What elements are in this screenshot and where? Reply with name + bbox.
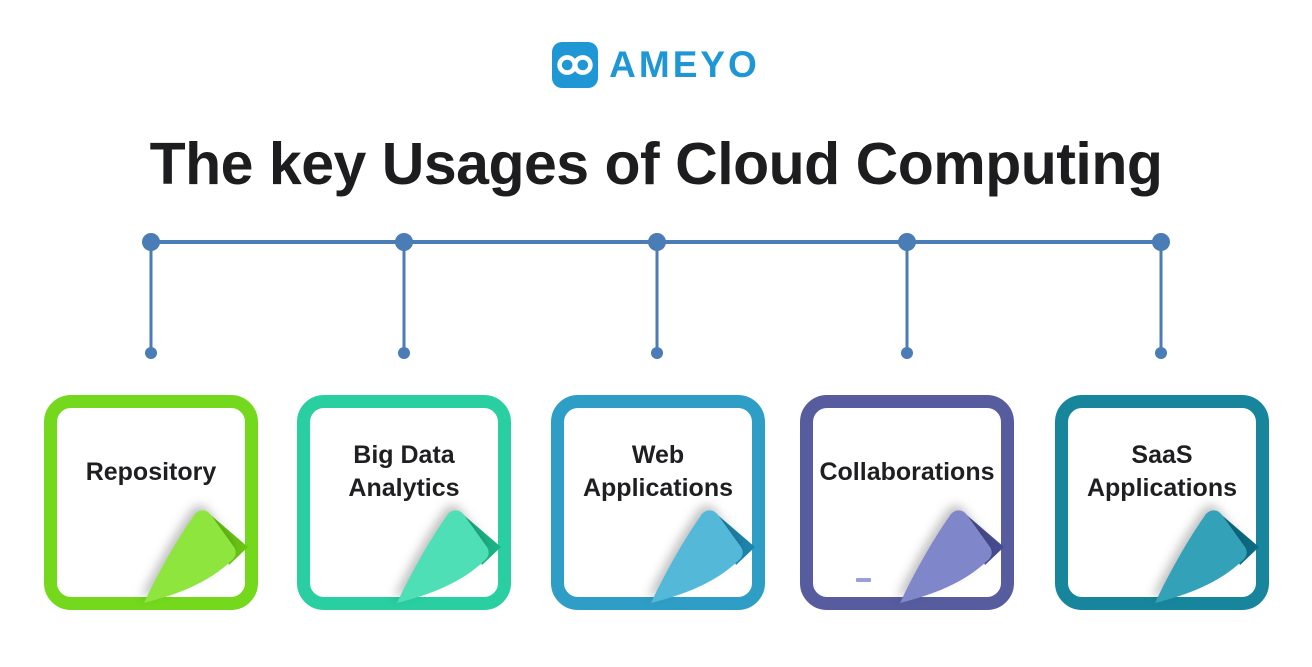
page-curl-decoration: [144, 510, 248, 603]
connector-branches: [142, 233, 1170, 359]
connector-tree: [142, 233, 1170, 359]
page-curl-decoration: [900, 510, 1004, 603]
usage-card-label: Web Applications: [582, 441, 733, 502]
usage-card-web-applications: Web Applications: [551, 395, 765, 610]
page-curl-decoration: [397, 510, 501, 603]
usage-card-label: SaaS Applications: [1086, 441, 1237, 502]
usage-card-label: Collaborations: [819, 457, 995, 486]
page-title: The key Usages of Cloud Computing: [149, 131, 1163, 197]
brand-name: AMEYO: [609, 44, 760, 85]
brand-logo: AMEYO: [0, 42, 1312, 88]
usage-card-saas-applications: SaaS Applications: [1055, 395, 1269, 610]
page-curl-decoration: [651, 510, 755, 603]
usage-card-big-data-analytics: Big Data Analytics: [297, 395, 511, 610]
usage-card-collaborations: Collaborations: [800, 395, 1014, 610]
page-curl-decoration: [1155, 510, 1259, 603]
artifact-dash: [856, 578, 871, 582]
usage-card-label: Repository: [85, 457, 217, 486]
usage-card-repository: Repository: [44, 395, 258, 610]
usage-card-label: Big Data Analytics: [348, 441, 460, 502]
infinity-icon: [552, 42, 599, 88]
